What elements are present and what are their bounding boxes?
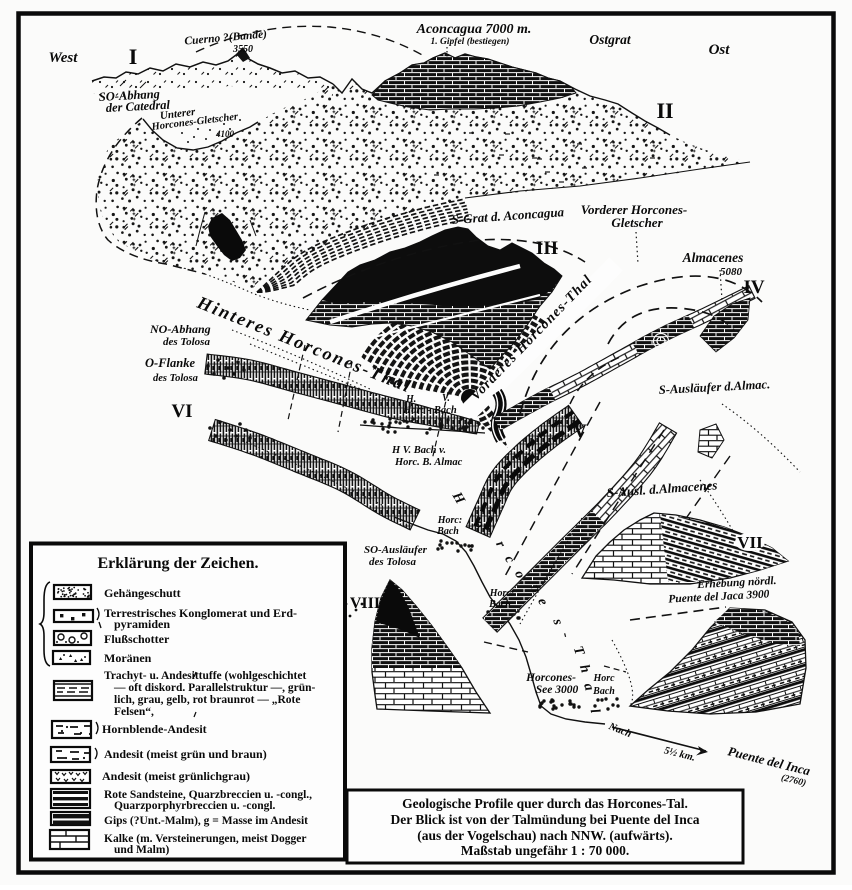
svg-text:(aus der Vogelschau) nach NNW.: (aus der Vogelschau) nach NNW. (aufwärts… — [417, 828, 672, 843]
svg-text:Bach: Bach — [488, 599, 511, 610]
svg-text:a: a — [580, 682, 596, 693]
svg-text:SO-Abhang: SO-Abhang — [98, 87, 160, 104]
svg-text:V.: V. — [442, 393, 450, 404]
svg-text:e: e — [534, 597, 550, 608]
svg-text:Horc:: Horc: — [489, 588, 514, 599]
svg-text:VIII: VIII — [350, 595, 380, 612]
svg-text:VII: VII — [737, 533, 763, 552]
svg-text:Gips (?Unt.-Malm), g = Masse i: Gips (?Unt.-Malm), g = Masse im Andesit — [104, 815, 308, 827]
svg-text:Erhebung nördl.: Erhebung nördl. — [696, 575, 777, 591]
svg-text:VI: VI — [171, 401, 192, 422]
svg-text:Vorderer Horcones-: Vorderer Horcones- — [581, 202, 688, 217]
svg-text:Horc:: Horc: — [437, 515, 462, 526]
svg-text:Gletscher: Gletscher — [611, 215, 663, 230]
svg-text:— oft diskord. Parallelstruktu: — oft diskord. Parallelstruktur —, grün- — [113, 682, 316, 694]
svg-text:Andesit (meist grün und braun): Andesit (meist grün und braun) — [104, 747, 267, 761]
svg-text:3550: 3550 — [232, 44, 253, 55]
svg-text:Almacenes: Almacenes — [682, 250, 744, 265]
svg-text:-: - — [558, 631, 574, 639]
svg-text:IV: IV — [743, 277, 764, 298]
svg-text:H V. Bach v.: H V. Bach v. — [391, 445, 446, 456]
svg-text:und Malm): und Malm) — [114, 844, 169, 856]
svg-text:II: II — [656, 98, 673, 123]
svg-text:Unterer: Unterer — [159, 106, 196, 122]
svg-text:Aconcagua 7000 m.: Aconcagua 7000 m. — [416, 22, 532, 37]
svg-text:Trachyt- u. Andesittuffe (wohl: Trachyt- u. Andesittuffe (wohlgeschichte… — [104, 670, 306, 682]
svg-text:Horc: Horc — [592, 673, 615, 684]
svg-text:Ost: Ost — [709, 42, 731, 58]
svg-text:Terrestrisches Konglomerat und: Terrestrisches Konglomerat und Erd- — [104, 606, 297, 620]
svg-text:Maßstab ungefähr 1 : 70 000.: Maßstab ungefähr 1 : 70 000. — [461, 843, 630, 858]
svg-text:l: l — [587, 707, 603, 715]
svg-text:pyramiden: pyramiden — [114, 617, 170, 631]
svg-text:Bach: Bach — [436, 526, 459, 537]
svg-text:Geologische Profile quer durch: Geologische Profile quer durch das Horco… — [402, 796, 688, 811]
svg-text:S-Ausläufer d.Almac.: S-Ausläufer d.Almac. — [658, 377, 770, 397]
svg-text:Horc. B. Almac: Horc. B. Almac — [394, 457, 463, 468]
svg-text:Moränen: Moränen — [104, 651, 152, 665]
svg-text:Rote Sandsteine, Quarzbreccien: Rote Sandsteine, Quarzbreccien u. -congl… — [104, 789, 312, 801]
svg-text:NO-Abhang: NO-Abhang — [149, 322, 211, 336]
svg-text:SO-Ausläufer: SO-Ausläufer — [364, 544, 428, 556]
svg-text:O-Flanke: O-Flanke — [145, 356, 195, 370]
svg-text:Hornblende-Andesit: Hornblende-Andesit — [102, 722, 207, 736]
svg-text:1. Gipfel (bestiegen): 1. Gipfel (bestiegen) — [431, 36, 510, 47]
svg-text:V: V — [573, 421, 587, 442]
svg-text:Der Blick ist von der Talmündu: Der Blick ist von der Talmündung bei Pue… — [391, 812, 700, 827]
svg-text:Puente del Jaca 3900: Puente del Jaca 3900 — [668, 588, 770, 605]
svg-text:der Catedral: der Catedral — [105, 98, 170, 115]
svg-text:Flußschotter: Flußschotter — [104, 632, 170, 646]
svg-text:4100: 4100 — [215, 129, 235, 139]
svg-text:Gehängeschutt: Gehängeschutt — [104, 586, 181, 600]
svg-text:Quarzporphyrbreccien u. -congl: Quarzporphyrbreccien u. -congl. — [114, 800, 276, 812]
svg-text:des Tolosa: des Tolosa — [369, 556, 416, 568]
svg-text:des Tolosa: des Tolosa — [163, 336, 210, 348]
svg-text:Andesit (meist grünlichgrau): Andesit (meist grünlichgrau) — [102, 769, 250, 783]
svg-text:Felsen“,: Felsen“, — [114, 706, 154, 718]
svg-text:lich, grau, gelb, rot braunrot: lich, grau, gelb, rot braunrot — „Rote — [114, 694, 300, 706]
svg-text:Horc - Bach: Horc - Bach — [402, 405, 457, 416]
svg-text:5080: 5080 — [720, 266, 743, 278]
svg-text:Erklärung der Zeichen.: Erklärung der Zeichen. — [97, 555, 258, 572]
svg-text:See 3000: See 3000 — [536, 684, 579, 696]
svg-text:Horcones-: Horcones- — [525, 672, 576, 684]
svg-text:I: I — [129, 44, 138, 69]
svg-text:s: s — [549, 616, 565, 627]
svg-text:III: III — [536, 238, 558, 259]
svg-text:des Tolosa: des Tolosa — [153, 373, 198, 384]
svg-text:Kalke (m. Versteinerungen, mei: Kalke (m. Versteinerungen, meist Dogger — [104, 833, 307, 845]
svg-text:West: West — [49, 50, 79, 66]
svg-text:Ostgrat: Ostgrat — [589, 32, 632, 47]
svg-text:Bach: Bach — [592, 686, 615, 697]
svg-text:r: r — [492, 539, 508, 551]
svg-text:H.: H. — [405, 394, 416, 405]
